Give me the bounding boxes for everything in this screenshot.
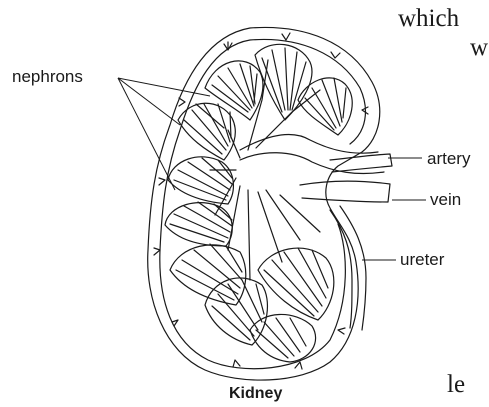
- pyramid-top-3: [298, 78, 352, 135]
- nephrons-leader-1: [118, 78, 210, 96]
- artery-label: artery: [427, 150, 470, 167]
- pyramid-bottom-1: [170, 244, 246, 305]
- pyramid-mid-3: [165, 202, 232, 246]
- pyramid-bottom-3: [258, 248, 334, 320]
- vein-label: vein: [430, 191, 461, 208]
- vein-vessel: [300, 181, 390, 202]
- pyramid-bottom-4: [250, 314, 316, 362]
- nephrons-label: nephrons: [12, 68, 83, 85]
- pyramid-top-1: [205, 61, 263, 120]
- artery-vessel: [330, 154, 392, 172]
- pyramid-bottom-2: [205, 278, 267, 345]
- nephrons-leader-2: [118, 78, 180, 125]
- ureter-label: ureter: [400, 251, 444, 268]
- ureter-vessel: [330, 206, 366, 330]
- pyramid-mid-2: [168, 157, 233, 204]
- renal-pelvis: [240, 135, 384, 174]
- figure-caption: Kidney: [229, 386, 282, 402]
